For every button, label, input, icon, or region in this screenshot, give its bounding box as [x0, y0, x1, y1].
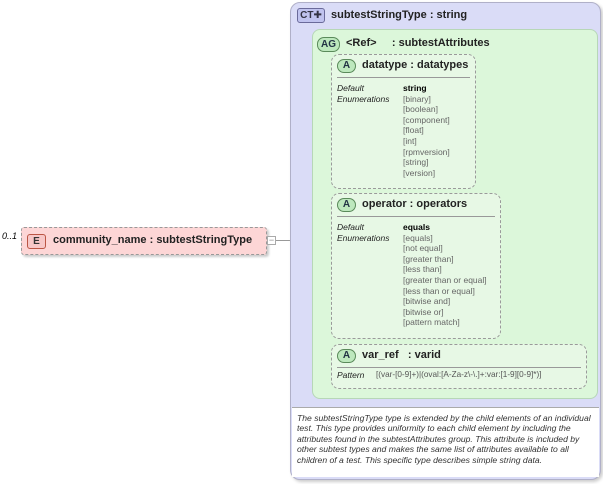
- attribute-title: datatype : datatypes: [362, 59, 469, 71]
- attribute-group-name: subtestAttributes: [398, 37, 490, 49]
- enumeration-item: [boolean]: [403, 104, 438, 115]
- attribute-badge: A: [337, 349, 356, 363]
- attribute-operator[interactable]: A operator : operators Default Enumerati…: [331, 193, 501, 339]
- default-label: Default: [337, 83, 364, 93]
- enumerations-label: Enumerations: [337, 93, 390, 104]
- attribute-group-title: <Ref> : subtestAttributes: [346, 37, 490, 49]
- enumeration-item: [bitwise or]: [403, 306, 444, 317]
- attribute-title: operator : operators: [362, 198, 468, 210]
- default-label: Default: [337, 222, 364, 232]
- occurrence-label: 0..1: [2, 231, 18, 241]
- enumeration-values: string [binary] [boolean] [component] [f…: [403, 83, 450, 178]
- attribute-var-ref[interactable]: A var_ref : varid Pattern [(var-[0-9]+)|…: [331, 344, 587, 389]
- enumeration-item: [greater than or equal]: [403, 274, 487, 285]
- attribute-separator: [337, 77, 470, 78]
- attribute-name: operator: [362, 198, 407, 210]
- enumeration-values: equals [equals] [not equal] [greater tha…: [403, 222, 487, 328]
- attribute-group-ref: <Ref>: [346, 37, 377, 49]
- element-badge: E: [27, 234, 46, 249]
- attribute-group-badge: AG: [317, 37, 340, 52]
- complex-type-title: subtestStringType : string: [331, 9, 468, 21]
- enumeration-item: [bitwise and]: [403, 296, 451, 307]
- complex-type-description: The subtestStringType type is extended b…: [292, 407, 599, 477]
- pattern-label: Pattern: [337, 370, 365, 380]
- connector-element-to-ct: [276, 240, 290, 241]
- enumeration-item: [less than]: [403, 264, 442, 275]
- element-community-name[interactable]: E community_name : subtestStringType: [21, 227, 267, 255]
- attribute-badge: A: [337, 59, 356, 73]
- enumeration-item: [component]: [403, 114, 450, 125]
- attribute-name: var_ref: [362, 349, 399, 361]
- enumeration-item: [rpmversion]: [403, 146, 450, 157]
- complex-type-base: string: [436, 9, 468, 21]
- attribute-group-subtest-attributes: AG <Ref> : subtestAttributes A datatype …: [312, 29, 598, 399]
- attribute-type: operators: [416, 198, 468, 210]
- enumeration-item: [less than or equal]: [403, 285, 475, 296]
- enumeration-item: [string]: [403, 157, 429, 168]
- attribute-type: varid: [414, 349, 441, 361]
- default-value: string: [403, 83, 427, 93]
- element-type: subtestStringType: [156, 234, 253, 246]
- enumeration-item: [version]: [403, 167, 436, 178]
- enumeration-item: [not equal]: [403, 243, 443, 254]
- enumeration-item: [int]: [403, 135, 417, 146]
- default-value: equals: [403, 222, 430, 232]
- attribute-type: datatypes: [417, 59, 469, 71]
- enumeration-item: [equals]: [403, 232, 433, 243]
- complex-type-subtest-string-type: CT✚ subtestStringType : string AG <Ref> …: [290, 2, 601, 480]
- collapse-toggle-icon[interactable]: −: [267, 235, 276, 245]
- attribute-title: var_ref : varid: [362, 349, 441, 361]
- pattern-value: [(var-[0-9]+)|(oval:[A-Za-z\-\.]+:var:[1…: [376, 370, 542, 379]
- enumeration-item: [pattern match]: [403, 317, 460, 328]
- element-label: community_name : subtestStringType: [53, 234, 253, 246]
- complex-type-name: subtestStringType: [331, 9, 427, 21]
- attribute-separator: [337, 367, 581, 368]
- attribute-badge: A: [337, 198, 356, 212]
- attribute-separator: [337, 216, 495, 217]
- element-name: community_name: [53, 234, 147, 246]
- attribute-datatype[interactable]: A datatype : datatypes Default Enumerati…: [331, 54, 476, 189]
- enumerations-label: Enumerations: [337, 232, 390, 243]
- attribute-name: datatype: [362, 59, 408, 71]
- enumeration-item: [float]: [403, 125, 424, 136]
- complex-type-badge: CT✚: [297, 8, 325, 23]
- enumeration-item: [greater than]: [403, 253, 454, 264]
- enumeration-item: [binary]: [403, 93, 431, 104]
